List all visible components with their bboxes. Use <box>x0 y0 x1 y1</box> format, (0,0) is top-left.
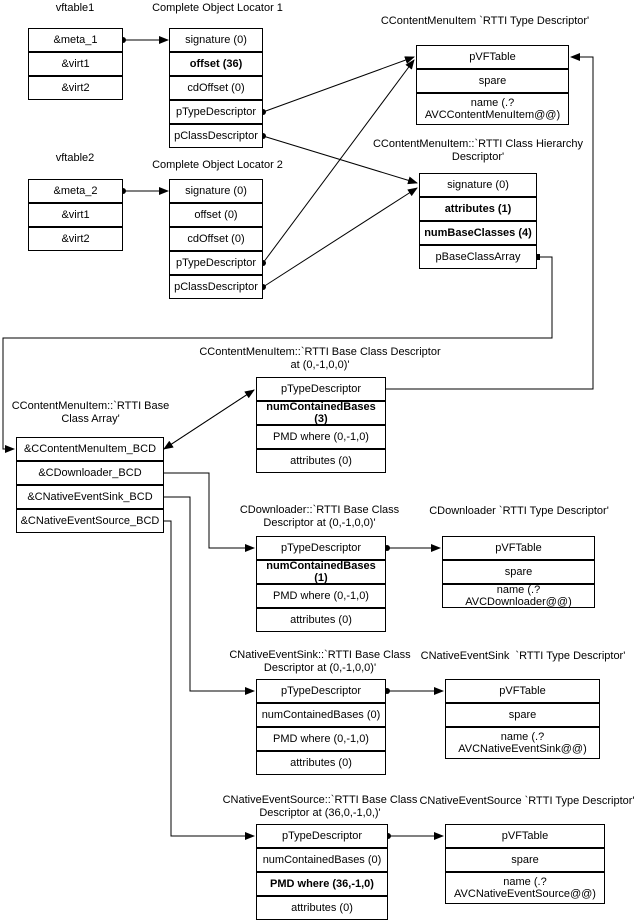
table-row: spare <box>442 560 595 584</box>
table-row: pTypeDescriptor <box>256 536 386 560</box>
bcd-menuitem-title: CContentMenuItem::`RTTI Base Class Descr… <box>199 346 444 371</box>
locator2-box: signature (0) offset (0) cdOffset (0) pT… <box>169 179 263 299</box>
table-row: PMD where (0,-1,0) <box>256 425 386 449</box>
table-row: &virt2 <box>28 227 123 251</box>
table-row: &CNativeEventSource_BCD <box>16 509 164 533</box>
arrow-bca-row2-to-bcd-downloader <box>164 472 255 552</box>
table-row: numContainedBases (0) <box>256 848 388 872</box>
base-class-array-title: CContentMenuItem::`RTTI Base Class Array… <box>11 400 173 425</box>
table-row: name (.?AVCNativeEventSink@@) <box>445 727 600 759</box>
vftable2-title: vftable2 <box>55 152 95 164</box>
arrow-bcd-menuitem-to-bca-row1 <box>163 389 255 450</box>
bcd-sink-title: CNativeEventSink::`RTTI Base Class Descr… <box>229 649 414 674</box>
arrow-col1-ptypedescriptor-to-typedescriptor <box>260 56 415 115</box>
table-row: &meta_2 <box>28 179 123 203</box>
td-menuitem-box: pVFTable spare name (.?AVCContentMenuIte… <box>416 45 569 125</box>
vftable1-title: vftable1 <box>55 2 95 14</box>
table-row: PMD where (0,-1,0) <box>256 727 386 751</box>
arrow-col2-pclassdescriptor-to-hierarchy <box>260 187 418 290</box>
td-sink-box: pVFTable spare name (.?AVCNativeEventSin… <box>445 679 600 759</box>
table-row: pTypeDescriptor <box>256 824 388 848</box>
table-row: &CDownloader_BCD <box>16 461 164 485</box>
hierarchy-descriptor-box: signature (0) attributes (1) numBaseClas… <box>419 173 537 269</box>
table-row: pClassDescriptor <box>169 275 263 299</box>
td-sink-title: CNativeEventSink `RTTI Type Descriptor' <box>420 650 626 662</box>
table-row: pClassDescriptor <box>169 124 263 148</box>
locator1-title: Complete Object Locator 1 <box>152 2 283 14</box>
vftable2-box: &meta_2 &virt1 &virt2 <box>28 179 123 251</box>
table-row: pTypeDescriptor <box>256 377 386 401</box>
td-source-box: pVFTable spare name (.?AVCNativeEventSou… <box>445 824 605 904</box>
bcd-sink-box: pTypeDescriptor numContainedBases (0) PM… <box>256 679 386 775</box>
table-row: spare <box>416 69 569 93</box>
td-downloader-title: CDownloader `RTTI Type Descriptor' <box>429 505 609 517</box>
locator1-box: signature (0) offset (36) cdOffset (0) p… <box>169 28 263 148</box>
base-class-array-box: &CContentMenuItem_BCD &CDownloader_BCD &… <box>16 437 164 533</box>
table-row: pTypeDescriptor <box>256 679 386 703</box>
table-row: attributes (0) <box>256 751 386 775</box>
table-row: PMD where (36,-1,0) <box>256 872 388 896</box>
table-row: signature (0) <box>419 173 537 197</box>
table-row: &virt1 <box>28 52 123 76</box>
table-row: signature (0) <box>169 28 263 52</box>
table-row: &CContentMenuItem_BCD <box>16 437 164 461</box>
table-row: attributes (0) <box>256 896 388 920</box>
table-row: attributes (0) <box>256 449 386 473</box>
arrow-bcd-menuitem-to-typedescriptor <box>386 53 594 390</box>
bcd-menuitem-box: pTypeDescriptor numContainedBases (3) PM… <box>256 377 386 473</box>
td-downloader-box: pVFTable spare name (.?AVCDownloader@@) <box>442 536 595 608</box>
table-row: pVFTable <box>445 824 605 848</box>
table-row: &CNativeEventSink_BCD <box>16 485 164 509</box>
table-row: pVFTable <box>442 536 595 560</box>
table-row: name (.?AVCDownloader@@) <box>442 584 595 608</box>
table-row: PMD where (0,-1,0) <box>256 584 386 608</box>
table-row: &meta_1 <box>28 28 123 52</box>
arrow-bca-row3-to-bcd-sink <box>164 496 255 695</box>
td-menuitem-title: CContentMenuItem `RTTI Type Descriptor' <box>380 15 590 27</box>
bcd-downloader-title: CDownloader::`RTTI Base Class Descriptor… <box>239 504 403 529</box>
hierarchy-descriptor-title: CContentMenuItem::`RTTI Class Hierarchy … <box>372 138 587 163</box>
table-row: spare <box>445 848 605 872</box>
table-row: offset (36) <box>169 52 263 76</box>
arrow-bca-row4-to-bcd-source <box>164 520 255 840</box>
table-row: pTypeDescriptor <box>169 251 263 275</box>
table-row: signature (0) <box>169 179 263 203</box>
table-row: numContainedBases (3) <box>256 401 386 425</box>
table-row: numContainedBases (1) <box>256 560 386 584</box>
table-row: numContainedBases (0) <box>256 703 386 727</box>
table-row: &virt1 <box>28 203 123 227</box>
table-row: spare <box>445 703 600 727</box>
table-row: pBaseClassArray <box>419 245 537 269</box>
table-row: attributes (0) <box>256 608 386 632</box>
table-row: cdOffset (0) <box>169 227 263 251</box>
table-row: pVFTable <box>416 45 569 69</box>
bcd-source-title: CNativeEventSource::`RTTI Base Class Des… <box>222 794 421 819</box>
locator2-title: Complete Object Locator 2 <box>152 159 283 171</box>
arrow-pbaseclassarray-to-basesclassarray <box>2 254 553 453</box>
table-row: name (.?AVCContentMenuItem@@) <box>416 93 569 125</box>
vftable1-box: &meta_1 &virt1 &virt2 <box>28 28 123 100</box>
arrow-col1-pclassdescriptor-to-hierarchy <box>260 133 418 185</box>
bcd-source-box: pTypeDescriptor numContainedBases (0) PM… <box>256 824 388 920</box>
bcd-downloader-box: pTypeDescriptor numContainedBases (1) PM… <box>256 536 386 632</box>
table-row: &virt2 <box>28 76 123 100</box>
table-row: pTypeDescriptor <box>169 100 263 124</box>
table-row: name (.?AVCNativeEventSource@@) <box>445 872 605 904</box>
table-row: numBaseClasses (4) <box>419 221 537 245</box>
table-row: cdOffset (0) <box>169 76 263 100</box>
table-row: pVFTable <box>445 679 600 703</box>
table-row: offset (0) <box>169 203 263 227</box>
td-source-title: CNativeEventSource `RTTI Type Descriptor… <box>419 795 635 807</box>
table-row: attributes (1) <box>419 197 537 221</box>
